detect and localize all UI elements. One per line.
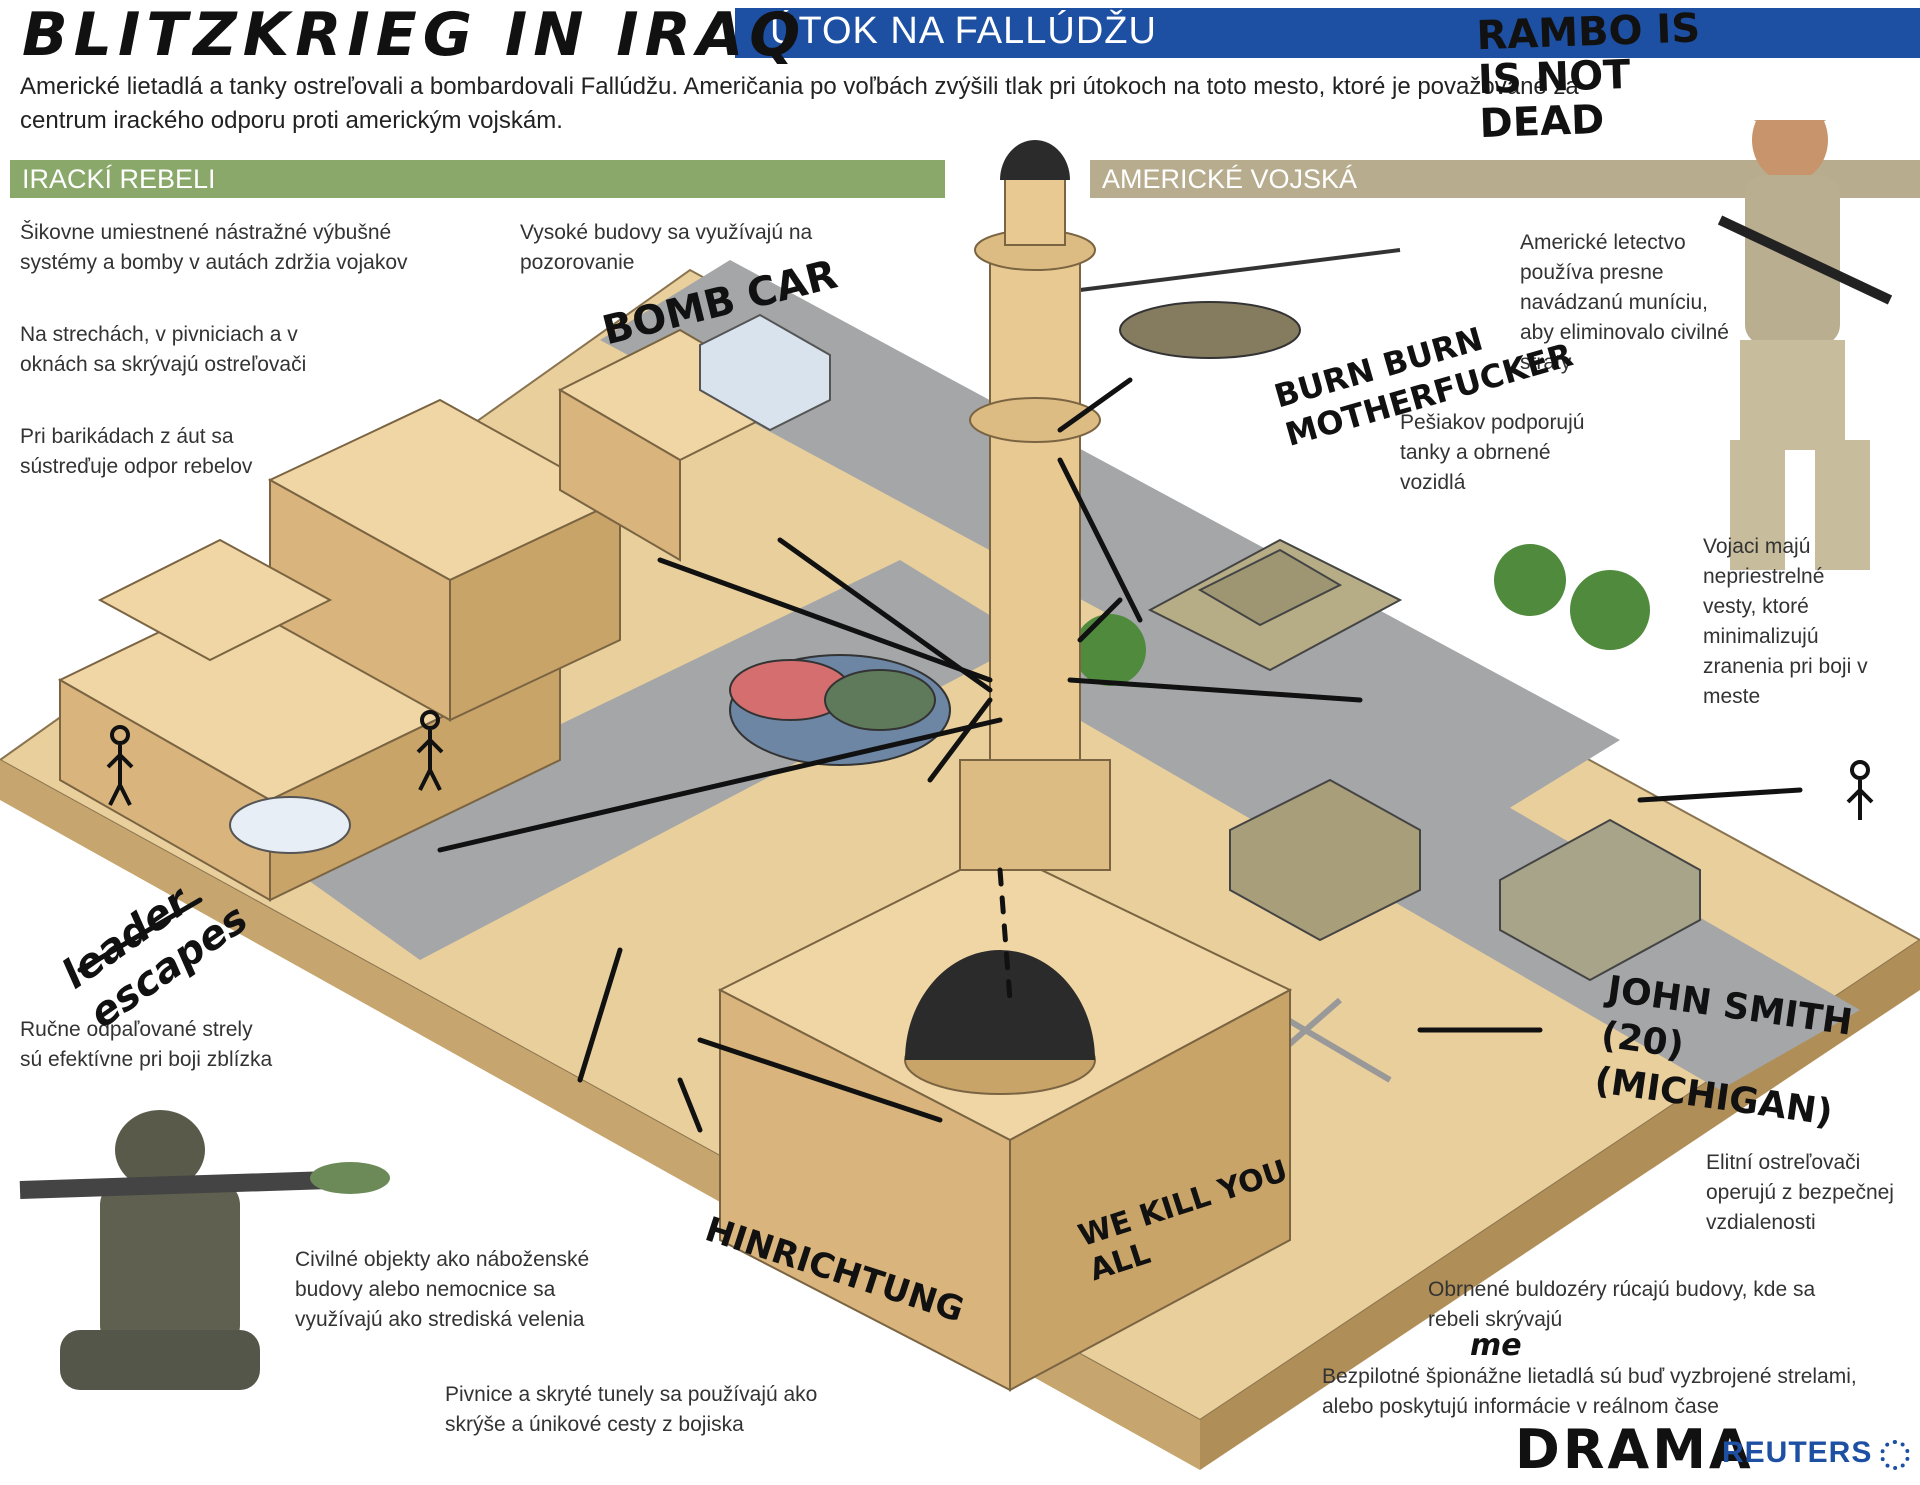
- car-barricade: [729, 654, 951, 766]
- note-snipers: Na strechách, v pivniciach a v oknách sa…: [20, 323, 307, 376]
- scribble-rambo: RAMBO IS IS NOT DEAD: [1475, 5, 1701, 148]
- tank: [1147, 538, 1403, 672]
- reuters-logo: REUTERS: [1722, 1436, 1873, 1469]
- bomb-van: [699, 313, 831, 432]
- bulldozer: [1229, 778, 1421, 942]
- note-tall-buildings: Vysoké budovy sa využívajú na pozorovani…: [520, 221, 813, 274]
- note-barricades: Pri barikádach z áut sa sústreďuje odpor…: [20, 425, 253, 478]
- us-soldier: [1717, 120, 1893, 570]
- city-diagram: [0, 120, 1920, 1470]
- road-right: [1010, 600, 1860, 1090]
- title-bar: [735, 8, 1920, 58]
- page-title: ÚTOK NA FALLÚDŽU: [770, 10, 1157, 52]
- section-us-forces-label: AMERICKÉ VOJSKÁ: [1102, 164, 1358, 194]
- left-buildings: [57, 328, 803, 902]
- armored-vehicle: [1499, 818, 1701, 982]
- scribble-marks: [77, 377, 1803, 1133]
- note-civil: Civilné objekty ako náboženské budovy al…: [295, 1248, 590, 1331]
- palm-trees: [1074, 544, 1650, 686]
- scribble-drama: DRAMA: [1515, 1418, 1754, 1481]
- mosque: [717, 848, 1293, 1392]
- reuters-dot-icon: [1880, 1440, 1910, 1470]
- rebel-rpg: [19, 1110, 390, 1390]
- section-iraqi-rebels-label: IRACKÍ REBELI: [22, 164, 216, 194]
- white-car: [229, 796, 351, 854]
- note-bulldozers: Obrnené buldozéry rúcajú budovy, kde sa …: [1428, 1278, 1816, 1331]
- helicopter: [1079, 248, 1401, 359]
- note-tunnels: Pivnice a skryté tunely sa používajú ako…: [445, 1383, 818, 1436]
- section-iraqi-rebels: IRACKÍ REBELI: [10, 160, 945, 198]
- note-vests: Vojaci majú nepriestrelné vesty, ktoré m…: [1703, 535, 1868, 708]
- minaret: [959, 140, 1111, 871]
- note-air-force: Americké letectvo používa presne navádza…: [1520, 231, 1729, 374]
- note-ied: Šikovne umiestnené nástražné výbušné sys…: [20, 221, 408, 274]
- scribble-me: me: [1470, 1328, 1522, 1363]
- stick-figures: [106, 710, 1874, 820]
- note-elite-snipers: Elitní ostreľovači operujú z bezpečnej v…: [1706, 1151, 1894, 1234]
- note-infantry: Pešiakov podporujú tanky a obrnené vozid…: [1400, 411, 1585, 494]
- note-drones: Bezpilotné špionážne lietadlá sú buď vyz…: [1322, 1365, 1857, 1418]
- note-rpg: Ručne odpaľované strely sú efektívne pri…: [20, 1018, 273, 1071]
- intro-text: Americké lietadlá a tanky ostreľovali a …: [20, 73, 1579, 134]
- road-back: [600, 260, 1620, 820]
- handwritten-title: BLITZKRIEG IN IRAQ: [22, 0, 807, 70]
